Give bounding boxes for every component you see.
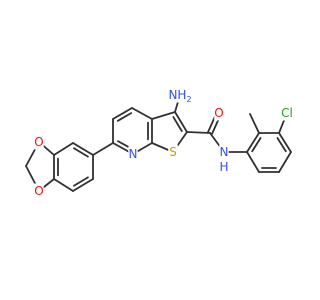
- bonds: [25, 94, 292, 192]
- bond-A6-A1: [246, 151, 260, 173]
- atom-h-amide: H: [219, 159, 229, 175]
- atom-label-n-pyridine: N: [129, 147, 138, 161]
- bond-B4-B5: [53, 178, 74, 192]
- atom-o-carbonyl: O: [214, 105, 224, 121]
- bond-B5-B6-double: [73, 176, 89, 187]
- bond-A1-A2-double: [251, 137, 262, 153]
- atom-o-dioxole-upper: O: [34, 134, 44, 150]
- bond-C4-C5: [112, 107, 133, 120]
- bond-B1-B2-double: [73, 147, 89, 158]
- bond-C3-C2: [174, 111, 188, 133]
- bond-A3-A4-double: [276, 137, 287, 153]
- bond-B2-B3: [53, 142, 74, 156]
- bond-A4-A5: [278, 151, 292, 173]
- atom-n-pyridine: N: [128, 146, 138, 162]
- bond-B5-B6: [72, 178, 94, 192]
- atom-label-s-thiophene: S: [169, 145, 177, 159]
- atom-label-n-amino: NH2: [168, 88, 191, 104]
- atom-label-n-amide: N: [220, 145, 229, 159]
- atom-label-h-amide: H: [219, 160, 228, 174]
- bond-A3-A4: [278, 132, 292, 153]
- bond-C3a-C3: [151, 111, 176, 120]
- atom-label-o-carbonyl: O: [214, 106, 223, 120]
- atom-n-amide: N: [219, 144, 229, 160]
- bond-C2-Cam: [186, 131, 211, 134]
- atom-n-amino: NH2: [168, 87, 192, 104]
- bond-A2-Me: [249, 113, 260, 134]
- bond-A1-A2: [246, 132, 260, 153]
- atom-label-cl: Cl: [281, 106, 293, 120]
- atom-o-dioxole-lower: O: [34, 183, 44, 199]
- atom-cl: Cl: [278, 105, 296, 121]
- bond-C6-B1: [92, 142, 114, 156]
- atom-label-o-dioxole-lower: O: [34, 184, 43, 198]
- bond-C3a-C4: [131, 107, 153, 120]
- bond-B1-B2: [72, 142, 94, 156]
- atom-s-thiophene: S: [168, 144, 178, 160]
- atom-label-o-dioxole-upper: O: [34, 135, 43, 149]
- bond-C4-C5-double: [116, 112, 133, 122]
- bond-C3-C2-double: [172, 116, 183, 132]
